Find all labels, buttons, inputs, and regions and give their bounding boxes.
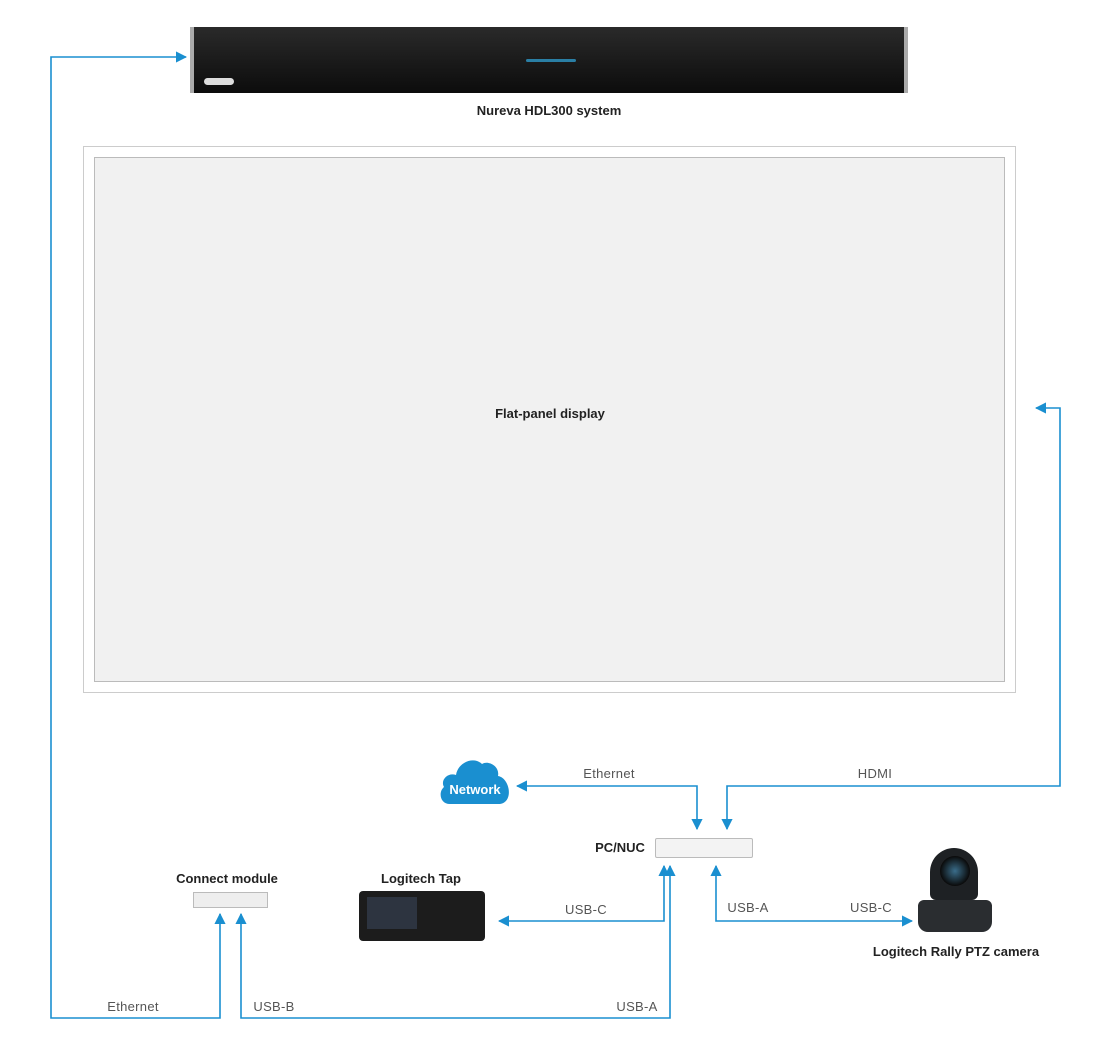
wire-pc-display-hdmi	[721, 402, 1061, 831]
wire-connect-pc-usb	[235, 864, 676, 1019]
label-pc-network: Ethernet	[583, 766, 635, 781]
soundbar-logo-badge	[204, 78, 234, 85]
flat-panel-display-screen	[94, 157, 1005, 682]
soundbar-label: Nureva HDL300 system	[476, 103, 622, 118]
nureva-hdl300-soundbar	[190, 27, 908, 93]
camera-lens-icon	[940, 856, 970, 886]
wire-pc-camera-usb	[710, 864, 914, 927]
pc-nuc-device	[655, 838, 753, 858]
camera-label: Logitech Rally PTZ camera	[872, 944, 1040, 959]
pc-label: PC/NUC	[595, 840, 645, 855]
wire-connect-soundbar-ethernet	[50, 51, 226, 1019]
display-label: Flat-panel display	[495, 406, 605, 421]
connect-module-label: Connect module	[176, 871, 278, 886]
logitech-tap-device	[359, 891, 485, 941]
label-pc-tap: USB-C	[565, 902, 607, 917]
label-pc-display: HDMI	[857, 766, 893, 781]
connect-module-device	[193, 892, 268, 908]
wire-pc-network-ethernet	[515, 780, 703, 831]
network-label: Network	[449, 782, 501, 797]
tap-label: Logitech Tap	[381, 871, 461, 886]
soundbar-led	[526, 59, 576, 62]
label-connect-soundbar: Ethernet	[107, 999, 159, 1014]
label-connect-module-side: USB-B	[253, 999, 295, 1014]
camera-base	[918, 900, 992, 932]
label-connect-pc-side: USB-A	[616, 999, 658, 1014]
label-pc-camera-cam-side: USB-C	[850, 900, 892, 915]
wire-pc-tap-usbc	[497, 864, 670, 927]
network-cloud-icon	[440, 760, 509, 804]
label-pc-camera-pc-side: USB-A	[727, 900, 769, 915]
